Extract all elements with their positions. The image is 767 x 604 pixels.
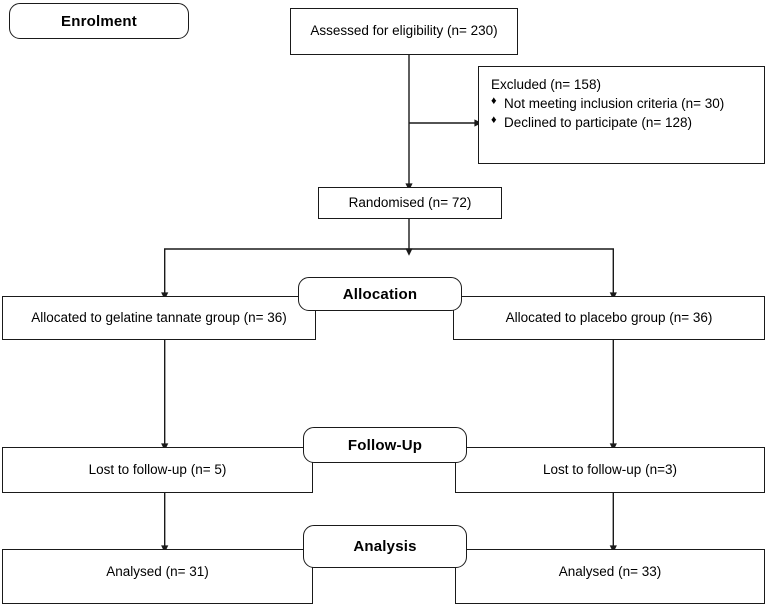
list-item: ♦ Not meeting inclusion criteria (n= 30): [491, 95, 724, 113]
stage-label-allocation: Allocation: [298, 277, 462, 311]
node-lost-to-followup-left: Lost to follow-up (n= 5): [2, 447, 313, 493]
stage-label-enrolment: Enrolment: [9, 3, 189, 39]
stage-label-enrolment-text: Enrolment: [61, 12, 137, 30]
node-analysed-right-text: Analysed (n= 33): [558, 564, 662, 580]
node-randomised-text: Randomised (n= 72): [348, 194, 472, 210]
node-allocated-placebo-text: Allocated to placebo group (n= 36): [505, 309, 713, 325]
node-lost-to-followup-right-text: Lost to follow-up (n=3): [543, 461, 677, 477]
diamond-bullet-icon: ♦: [491, 95, 497, 108]
node-excluded-reason-text: Declined to participate (n= 128): [504, 115, 692, 131]
node-allocated-placebo: Allocated to placebo group (n= 36): [453, 296, 765, 340]
node-randomised: Randomised (n= 72): [318, 187, 502, 219]
node-allocated-gelatine-tannate: Allocated to gelatine tannate group (n= …: [2, 296, 316, 340]
node-assessed-for-eligibility: Assessed for eligibility (n= 230): [290, 8, 518, 55]
node-analysed-right: Analysed (n= 33): [455, 549, 765, 604]
stage-label-allocation-text: Allocation: [342, 285, 418, 303]
stage-label-analysis-text: Analysis: [353, 538, 417, 555]
node-excluded-reason-text: Not meeting inclusion criteria (n= 30): [504, 96, 725, 112]
node-excluded-title: Excluded (n= 158): [491, 77, 601, 92]
diamond-bullet-icon: ♦: [491, 114, 497, 127]
node-allocated-gelatine-tannate-text: Allocated to gelatine tannate group (n= …: [31, 309, 287, 325]
stage-label-followup: Follow-Up: [303, 427, 467, 463]
node-excluded-reason-list: ♦ Not meeting inclusion criteria (n= 30)…: [491, 95, 724, 132]
list-item: ♦ Declined to participate (n= 128): [491, 114, 724, 132]
node-lost-to-followup-right: Lost to follow-up (n=3): [455, 447, 765, 493]
stage-label-analysis: Analysis: [303, 525, 467, 568]
node-excluded: Excluded (n= 158) ♦ Not meeting inclusio…: [478, 66, 765, 164]
node-assessed-for-eligibility-text: Assessed for eligibility (n= 230): [310, 23, 498, 39]
stage-label-followup-text: Follow-Up: [347, 436, 423, 454]
node-lost-to-followup-left-text: Lost to follow-up (n= 5): [88, 461, 227, 477]
node-analysed-left-text: Analysed (n= 31): [106, 564, 209, 580]
node-analysed-left: Analysed (n= 31): [2, 549, 313, 604]
